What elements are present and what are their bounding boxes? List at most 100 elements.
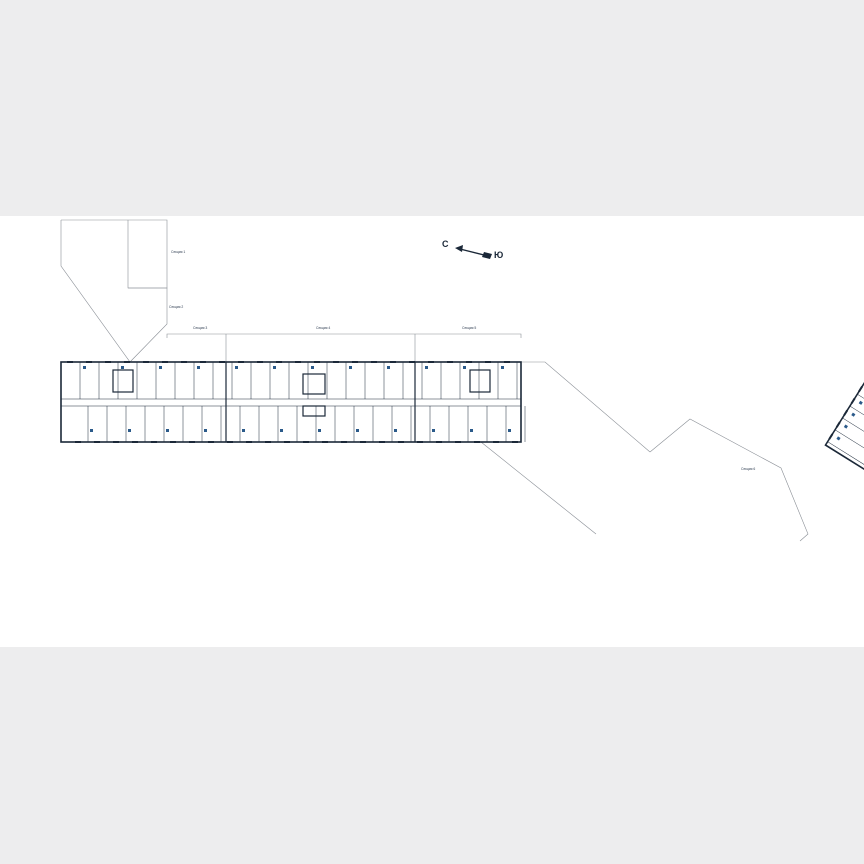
window-upper (276, 361, 282, 363)
partition-left (827, 441, 864, 474)
window-left (828, 433, 834, 440)
window-lower (341, 441, 347, 443)
window-upper (504, 361, 510, 363)
section-label-5: Секция 5 (462, 326, 476, 330)
section-label-1: Секция 1 (171, 250, 185, 254)
area-badge (470, 429, 473, 432)
window-lower (322, 441, 328, 443)
compass-arrowhead (455, 245, 463, 252)
window-lower (151, 441, 157, 443)
area-badge (128, 429, 131, 432)
section-1-2-outline (60, 220, 133, 363)
window-lower (284, 441, 290, 443)
area-badge (121, 366, 124, 369)
window-lower (417, 441, 423, 443)
area-badge (235, 366, 238, 369)
area-badge (432, 429, 435, 432)
section-6-outline (649, 418, 809, 542)
stair-core-section-3 (112, 369, 134, 393)
section-label-2: Секция 2 (169, 305, 183, 309)
compass-arrow (455, 245, 492, 259)
compass-south-label: Ю (494, 250, 504, 260)
window-upper (390, 361, 396, 363)
area-badge (242, 429, 245, 432)
window-left (843, 409, 849, 416)
window-lower (265, 441, 271, 443)
partition-left (842, 417, 864, 450)
window-upper (67, 361, 73, 363)
window-upper (447, 361, 453, 363)
area-badge (463, 366, 466, 369)
window-upper (295, 361, 301, 363)
area-badge (197, 366, 200, 369)
window-upper (428, 361, 434, 363)
rotated-building-outer-wall (824, 333, 864, 513)
section-label-4: Секция 4 (316, 326, 330, 330)
window-upper (219, 361, 225, 363)
area-badge (508, 429, 511, 432)
area-badge (311, 366, 314, 369)
window-lower (455, 441, 461, 443)
window-lower (170, 441, 176, 443)
window-lower (360, 441, 366, 443)
window-lower (512, 441, 518, 443)
window-upper (124, 361, 130, 363)
connector-outline-lower (480, 441, 597, 535)
window-upper (333, 361, 339, 363)
window-lower (75, 441, 81, 443)
window-upper (181, 361, 187, 363)
long-building-windows (67, 361, 518, 443)
area-badge (425, 366, 428, 369)
area-badge (349, 366, 352, 369)
area-badge (318, 429, 321, 432)
compass-north-label: С (442, 239, 449, 249)
area-badge (836, 436, 841, 441)
window-upper (314, 361, 320, 363)
area-badge (858, 400, 863, 405)
window-lower (493, 441, 499, 443)
window-upper (105, 361, 111, 363)
window-lower (246, 441, 252, 443)
site-outlines (60, 219, 809, 542)
window-upper (485, 361, 491, 363)
window-upper (352, 361, 358, 363)
section-label-3: Секция 3 (193, 326, 207, 330)
section-2-outline (128, 287, 168, 363)
floor-plan-sheet: Секция 1 Секция 2 Секция 3 Секция 4 Секц… (0, 216, 864, 647)
window-upper (409, 361, 415, 363)
window-lower (474, 441, 480, 443)
area-badge (501, 366, 504, 369)
window-upper (86, 361, 92, 363)
window-lower (398, 441, 404, 443)
area-badge (204, 429, 207, 432)
long-building-partitions (79, 362, 526, 442)
section-labels: Секция 1 Секция 2 Секция 3 Секция 4 Секц… (169, 250, 755, 471)
window-upper (162, 361, 168, 363)
window-upper (466, 361, 472, 363)
area-badge (843, 424, 848, 429)
window-upper (143, 361, 149, 363)
window-lower (436, 441, 442, 443)
window-left (858, 386, 863, 393)
area-badge (387, 366, 390, 369)
window-lower (113, 441, 119, 443)
area-badge (159, 366, 162, 369)
window-lower (208, 441, 214, 443)
connector-outline (521, 361, 651, 453)
partition-left (834, 429, 864, 462)
sections-3-5-bracket (166, 333, 522, 338)
elevator-core-section-4 (302, 373, 326, 395)
section-label-6: Секция 6 (741, 467, 755, 471)
partition-left (849, 405, 864, 439)
rotated-building-partitions (827, 386, 864, 474)
window-lower (132, 441, 138, 443)
long-building-outer-wall (60, 361, 522, 443)
window-left (850, 397, 856, 405)
window-upper (257, 361, 263, 363)
long-building-area-badges (83, 366, 511, 432)
compass-tail (482, 252, 492, 259)
window-upper (200, 361, 206, 363)
floor-plan: Секция 1 Секция 2 Секция 3 Секция 4 Секц… (60, 219, 864, 542)
stair-core-section-5 (469, 369, 491, 393)
window-lower (189, 441, 195, 443)
